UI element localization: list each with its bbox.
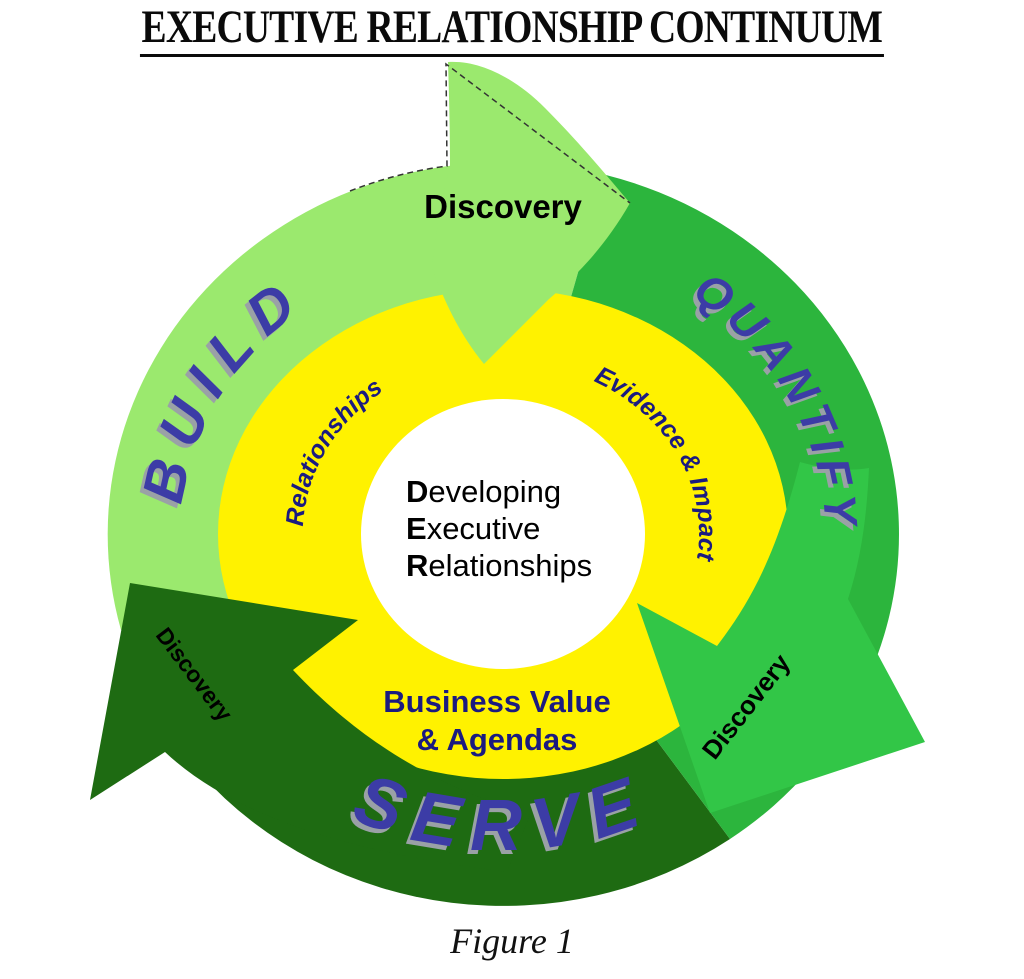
center-line-3: Relationships bbox=[406, 548, 592, 583]
center-line-2: Executive bbox=[406, 511, 540, 546]
page-title: EXECUTIVE RELATIONSHIP CONTINUUM bbox=[0, 0, 1024, 57]
center-text: Developing Executive Relationships bbox=[406, 474, 592, 583]
discovery-label-top: Discovery bbox=[424, 188, 582, 225]
figure-caption: Figure 1 bbox=[450, 921, 574, 961]
discovery-arrow-top bbox=[432, 61, 630, 364]
center-line-2-lead: E bbox=[406, 511, 427, 546]
center-line-3-rest: elationships bbox=[428, 548, 592, 583]
discovery-arrow-left bbox=[90, 583, 530, 872]
business-value-label-line1: Business Value bbox=[383, 684, 610, 719]
center-circle bbox=[361, 399, 645, 669]
center-line-3-lead: R bbox=[406, 548, 428, 583]
center-line-1-lead: D bbox=[406, 474, 428, 509]
discovery-arrow-right bbox=[637, 462, 925, 813]
center-line-2-rest: xecutive bbox=[427, 511, 541, 546]
ring-outline-dashes bbox=[349, 62, 631, 204]
center-line-1-rest: eveloping bbox=[428, 474, 561, 509]
business-value-label-line2: & Agendas bbox=[417, 722, 578, 757]
center-line-1: Developing bbox=[406, 474, 561, 509]
